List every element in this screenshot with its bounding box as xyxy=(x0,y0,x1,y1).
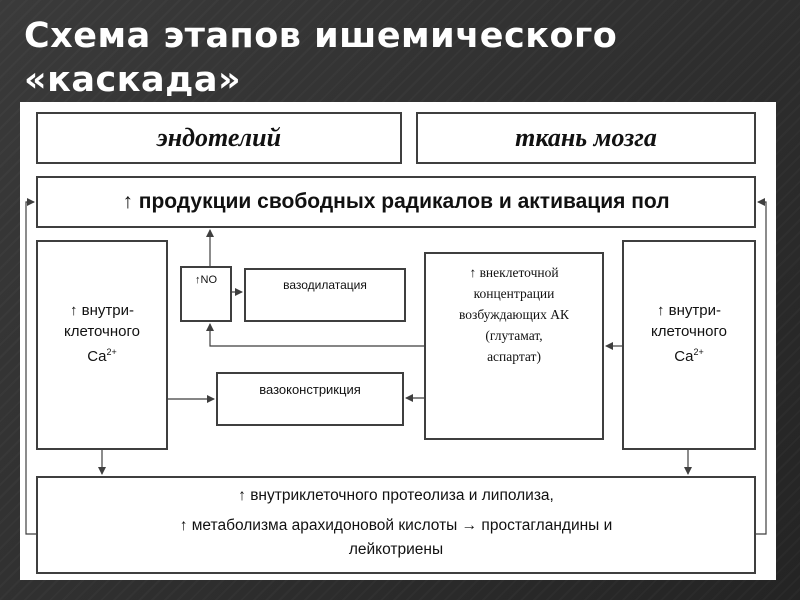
right-calcium-box: ↑ внутри- клеточного Ca2+ xyxy=(622,240,756,450)
endothelium-header: эндотелий xyxy=(36,112,402,164)
left-calcium-line1: ↑ внутри- xyxy=(69,302,134,319)
brain-tissue-header: ткань мозга xyxy=(416,112,756,164)
slide-title: Схема этапов ишемического «каскада» xyxy=(24,16,618,100)
proteolysis-line2: ↑ метаболизма арахидоновой кислоты → про… xyxy=(179,517,613,534)
extracellular-line2: концентрации xyxy=(473,286,555,301)
arrow-extracellular-to-no xyxy=(206,323,424,347)
feedback-left xyxy=(25,198,36,535)
feedback-right xyxy=(756,198,767,535)
right-calcium-symbol: Ca xyxy=(674,348,694,365)
extracellular-box: ↑ внеклеточной концентрации возбуждающих… xyxy=(424,252,604,440)
left-calcium-line2: клеточного xyxy=(64,323,140,340)
left-calcium-symbol: Ca xyxy=(87,348,107,365)
no-box: ↑NO xyxy=(180,266,232,322)
right-calcium-line2: клеточного xyxy=(651,323,727,340)
free-radicals-box: ↑ продукции свободных радикалов и актива… xyxy=(36,176,756,228)
vasodilation-box: вазодилатация xyxy=(244,268,406,322)
left-calcium-ion: Ca2+ xyxy=(87,342,116,367)
diagram-panel: эндотелий ткань мозга ↑ продукции свобод… xyxy=(20,102,776,580)
extracellular-line5: аспартат) xyxy=(487,349,541,364)
right-calcium-charge: 2+ xyxy=(693,347,704,357)
extracellular-line4: (глутамат, xyxy=(485,328,543,343)
vasoconstriction-box: вазоконстрикция xyxy=(216,372,404,426)
left-calcium-box: ↑ внутри- клеточного Ca2+ xyxy=(36,240,168,450)
extracellular-line3: возбуждающих АК xyxy=(458,307,570,322)
proteolysis-line3: лейкотриены xyxy=(348,541,444,558)
proteolysis-box: ↑ внутриклеточного протеолиза и липолиза… xyxy=(36,476,756,574)
left-calcium-charge: 2+ xyxy=(106,347,117,357)
extracellular-line1: ↑ внеклеточной xyxy=(469,265,559,280)
proteolysis-line1: ↑ внутриклеточного протеолиза и липолиза… xyxy=(238,487,554,504)
right-calcium-line1: ↑ внутри- xyxy=(656,302,721,319)
right-calcium-ion: Ca2+ xyxy=(674,342,703,367)
